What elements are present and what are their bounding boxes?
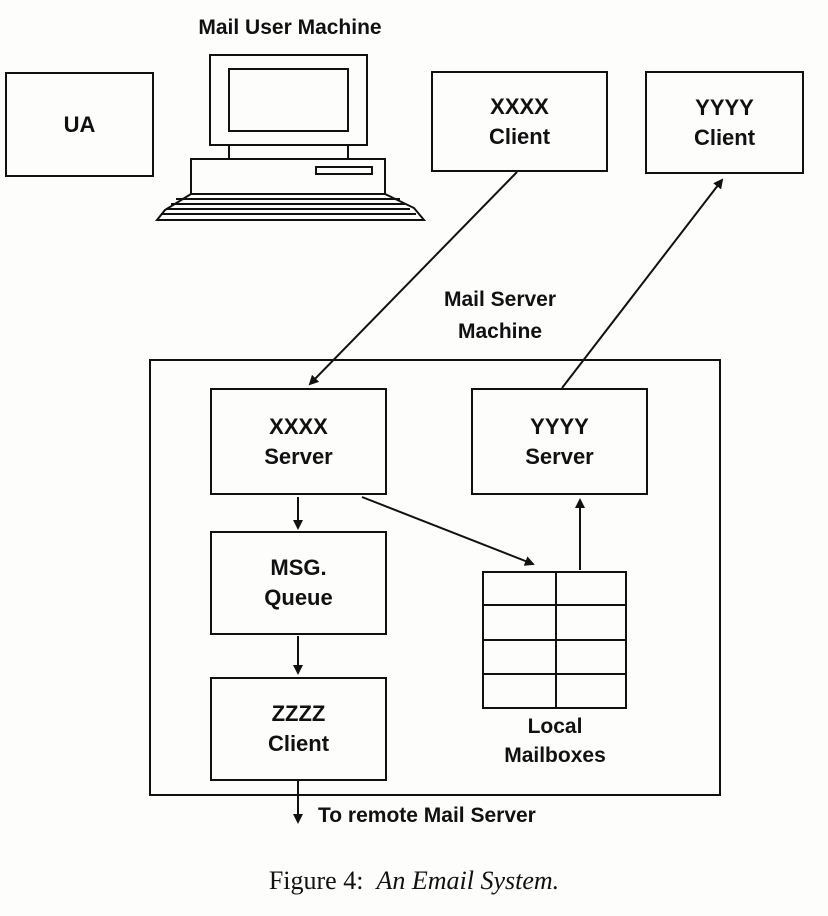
yyyy-client-line1: YYYY bbox=[695, 94, 754, 120]
xxxx-client-line1: XXXX bbox=[490, 93, 549, 119]
local-mailboxes-grid bbox=[482, 571, 627, 709]
msg-queue-line1: MSG. bbox=[270, 555, 327, 580]
msg-queue-box: MSG. Queue bbox=[210, 531, 387, 635]
yyyy-client-box: YYYY Client bbox=[645, 71, 804, 174]
ua-label: UA bbox=[63, 111, 96, 137]
yyyy-server-box: YYYY Server bbox=[471, 388, 648, 495]
msg-queue-line2: Queue bbox=[264, 585, 333, 610]
yyyy-server-line2: Server bbox=[525, 443, 594, 469]
xxxx-client-box: XXXX Client bbox=[431, 71, 608, 172]
yyyy-server-line1: YYYY bbox=[530, 413, 589, 439]
xxxx-client-line2: Client bbox=[488, 123, 551, 149]
ua-box: UA bbox=[5, 72, 154, 177]
remote-mail-server-label: To remote Mail Server bbox=[318, 804, 536, 827]
mail-server-machine-label-line1: Mail Server bbox=[443, 288, 557, 311]
yyyy-client-line2: Client bbox=[693, 124, 756, 150]
xxxx-server-line1: XXXX bbox=[269, 413, 328, 439]
computer-icon bbox=[154, 54, 427, 221]
mail-user-machine-label: Mail User Machine bbox=[198, 16, 382, 39]
figure-caption-title: An Email System. bbox=[376, 866, 560, 895]
mail-server-machine-label-line2: Machine bbox=[457, 320, 543, 343]
zzzz-client-line2: Client bbox=[267, 731, 330, 756]
mail-server-machine-label: Mail Server Machine bbox=[400, 284, 600, 348]
local-mailboxes-line1: Local bbox=[527, 715, 583, 738]
xxxx-server-line2: Server bbox=[264, 443, 333, 469]
arrow-xxxx-client-to-server bbox=[308, 171, 518, 386]
zzzz-client-line1: ZZZZ bbox=[271, 701, 326, 726]
arrow-server-to-mailboxes bbox=[361, 496, 535, 566]
local-mailboxes-line2: Mailboxes bbox=[504, 744, 606, 767]
zzzz-client-box: ZZZZ Client bbox=[210, 677, 387, 781]
figure-caption: Figure 4: An Email System. bbox=[0, 866, 828, 896]
mail-server-machine-boundary bbox=[149, 359, 721, 796]
figure-caption-prefix: Figure 4: bbox=[268, 866, 364, 895]
local-mailboxes-label: Local Mailboxes bbox=[480, 712, 630, 770]
arrow-yyyy-server-to-client bbox=[561, 178, 724, 389]
xxxx-server-box: XXXX Server bbox=[210, 388, 387, 495]
